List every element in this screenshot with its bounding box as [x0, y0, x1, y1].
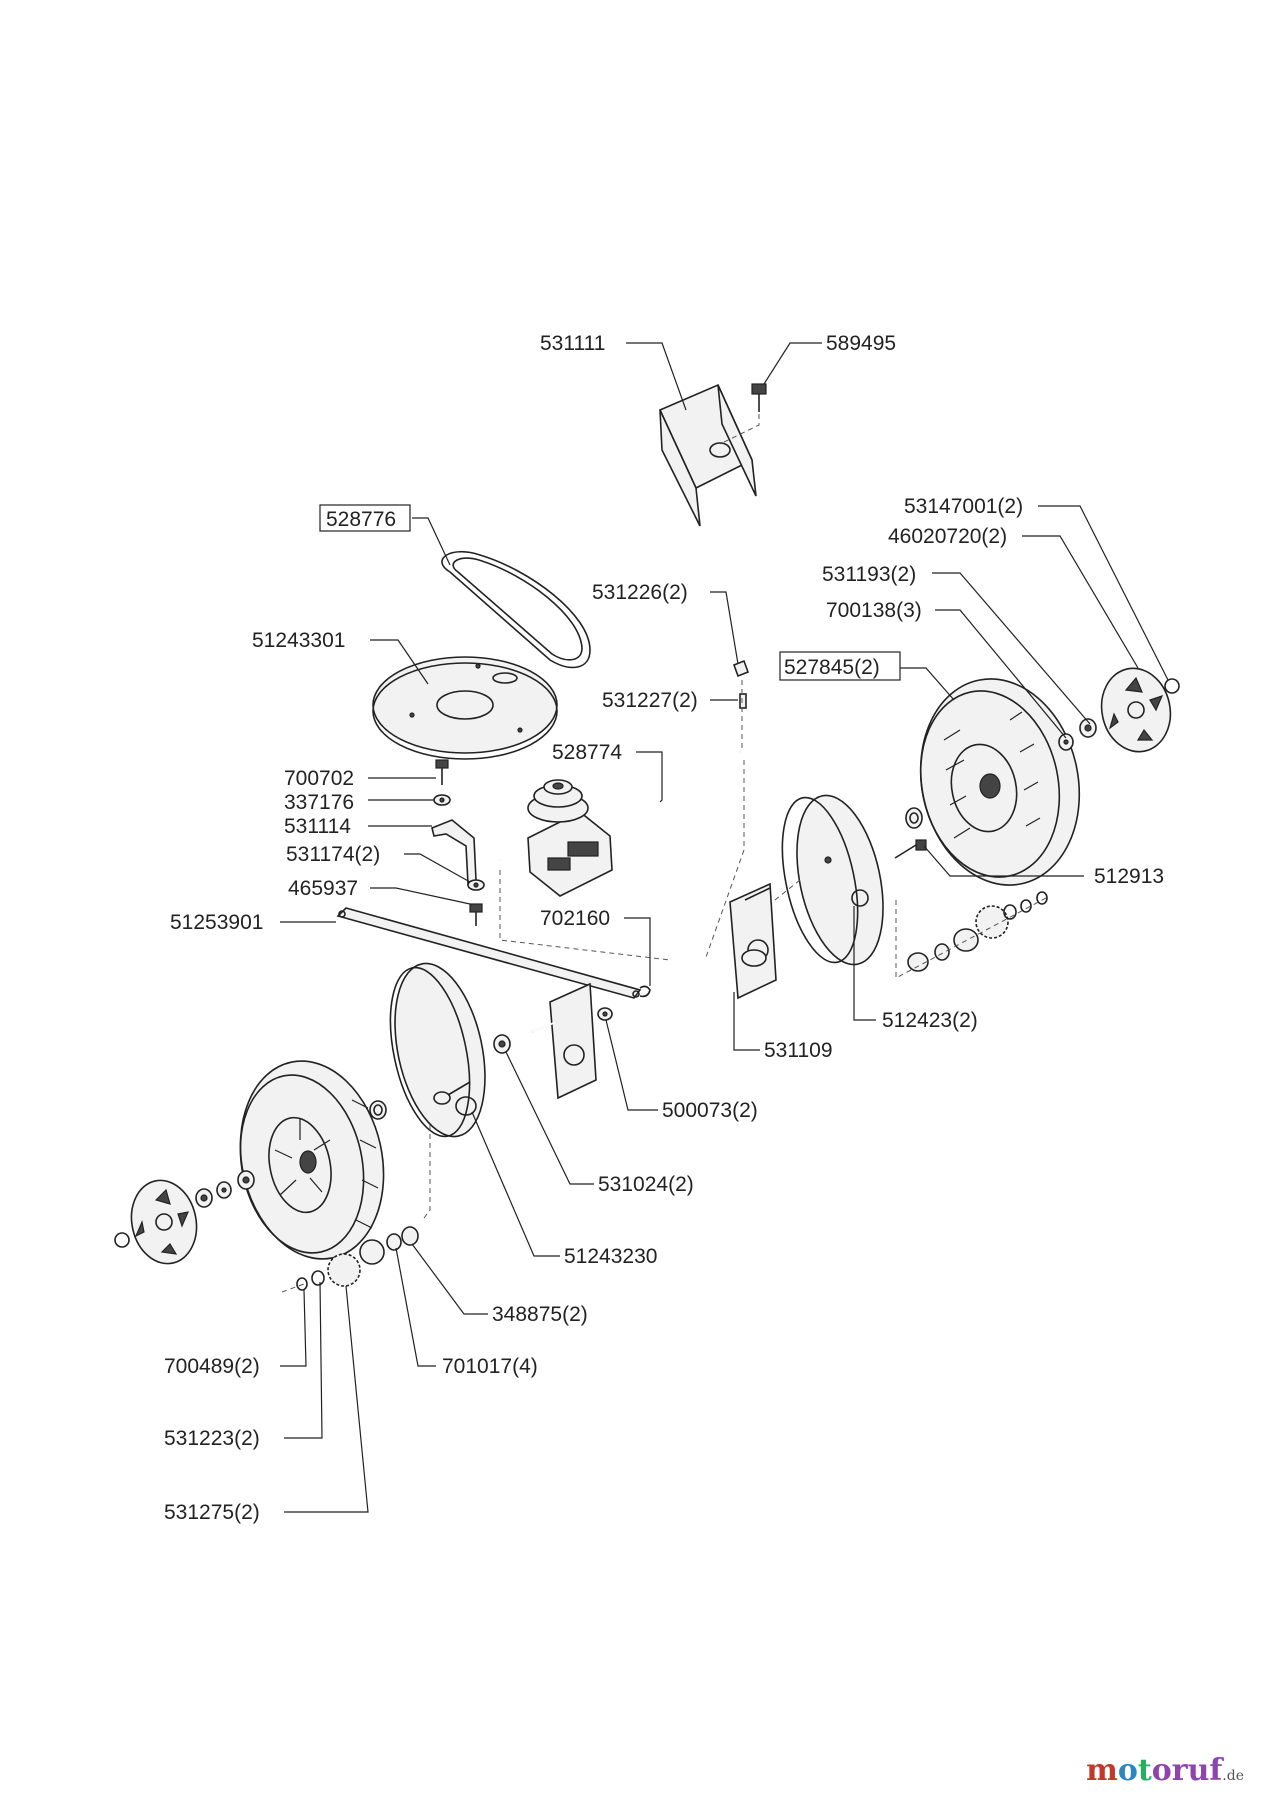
label-531275: 531275(2)	[164, 1501, 260, 1524]
cap-left	[114, 1232, 130, 1248]
nut-531193-right	[1079, 718, 1097, 738]
bolt-700702	[435, 759, 449, 785]
washer-531024	[493, 1034, 511, 1054]
hubcap-left	[130, 1179, 198, 1265]
label-531226: 531226(2)	[592, 581, 688, 604]
logo-letter-o: o	[1117, 1753, 1138, 1788]
label-531227: 531227(2)	[602, 689, 698, 712]
hub-nut-left	[195, 1188, 213, 1208]
label-51253901: 51253901	[170, 911, 263, 934]
v-belt	[441, 550, 591, 669]
gear-set-left	[296, 1226, 419, 1291]
leader-lines	[280, 342, 1169, 1513]
wheel-left	[239, 1060, 385, 1260]
gearbox-528774	[527, 779, 613, 897]
label-700489: 700489(2)	[164, 1355, 260, 1378]
label-337176: 337176	[284, 791, 354, 814]
screw-589495	[751, 383, 767, 412]
label-box-527845	[779, 651, 901, 681]
label-531109: 531109	[764, 1039, 833, 1062]
key-531226	[732, 659, 750, 678]
label-527845: 527845(2)	[784, 656, 880, 679]
lever-531114	[431, 819, 477, 886]
label-465937: 465937	[288, 877, 358, 900]
label-531193: 531193(2)	[822, 563, 916, 586]
cap-53147001-right	[1164, 678, 1180, 694]
logo-rest: oruf	[1151, 1753, 1223, 1788]
label-512913: 512913	[1094, 865, 1164, 888]
label-46020720: 46020720(2)	[888, 525, 1007, 548]
label-531223: 531223(2)	[164, 1427, 260, 1450]
label-51243230: 51243230	[564, 1245, 657, 1268]
label-589495: 589495	[826, 332, 896, 355]
pulley-disc	[372, 656, 558, 760]
axle-bracket-right	[729, 882, 777, 1000]
linkage-rod	[336, 907, 642, 999]
hubcap-right	[1100, 667, 1172, 753]
label-box-528776	[319, 504, 411, 532]
washer-left	[237, 1170, 255, 1190]
wheel-cover-left	[389, 962, 486, 1138]
logo-letter-t: t	[1137, 1753, 1152, 1788]
label-500073: 500073(2)	[662, 1099, 758, 1122]
logo-suffix: .de	[1222, 1768, 1244, 1784]
washer-531174	[467, 879, 485, 891]
label-51243301: 51243301	[252, 629, 345, 652]
gear-set-right	[907, 891, 1048, 972]
watermark-logo: motoruf.de	[1086, 1753, 1244, 1788]
label-700702: 700702	[284, 767, 354, 790]
label-531024: 531024(2)	[598, 1173, 694, 1196]
bushing-right	[905, 807, 923, 829]
label-531114: 531114	[284, 815, 351, 838]
label-528776: 528776	[326, 508, 396, 531]
nut-left	[216, 1181, 232, 1199]
label-348875: 348875(2)	[492, 1303, 588, 1326]
clip-702160	[639, 985, 651, 998]
label-512423: 512423(2)	[882, 1009, 978, 1032]
label-528774: 528774	[552, 741, 622, 764]
nut-337176	[433, 794, 451, 806]
label-531111: 531111	[540, 332, 605, 355]
axle-bracket-left	[531, 982, 597, 1100]
wheel-right	[919, 678, 1081, 886]
bushing-left	[369, 1100, 387, 1120]
logo-letter-m: m	[1086, 1753, 1118, 1788]
washer-700138-right	[1058, 733, 1074, 751]
label-701017: 701017(4)	[442, 1355, 538, 1378]
bolt-465937	[469, 903, 483, 926]
nut-500073	[597, 1007, 613, 1021]
label-700138: 700138(3)	[826, 599, 922, 622]
label-702160: 702160	[540, 907, 610, 930]
label-531174: 531174(2)	[286, 843, 380, 866]
pin-531227	[739, 693, 747, 709]
label-53147001: 53147001(2)	[904, 495, 1023, 518]
wheel-cover-right	[781, 794, 884, 966]
screw-512913	[894, 839, 927, 859]
drive-cover-bracket	[658, 383, 757, 527]
part-labels: 531111 589495 528776 53147001(2) 4602072…	[164, 332, 1164, 1524]
